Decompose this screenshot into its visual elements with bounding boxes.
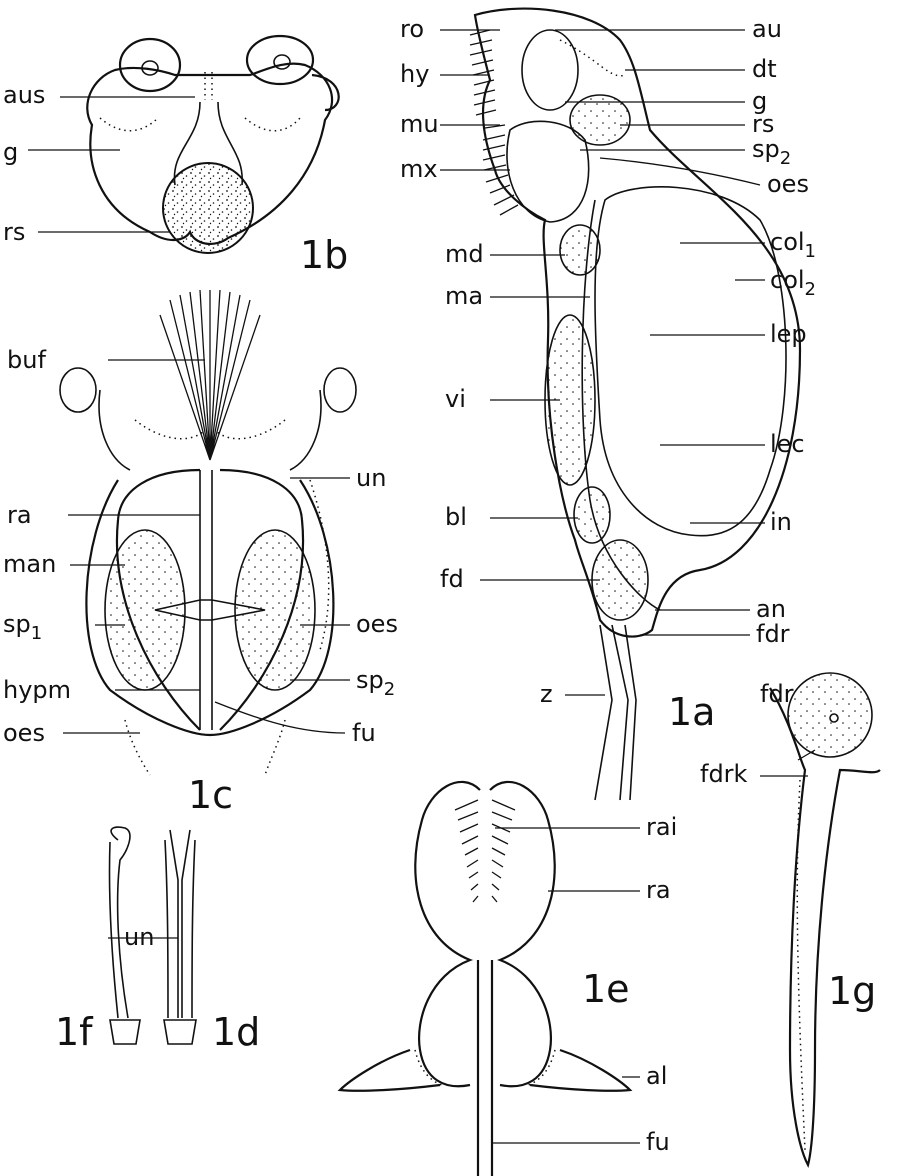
label-buf: buf (7, 346, 46, 374)
eye-right (247, 36, 313, 84)
bristle-tuft (160, 290, 260, 460)
label-fu: fu (352, 719, 376, 747)
label-un: un (356, 464, 386, 492)
stomach (595, 187, 786, 536)
bladder (574, 487, 610, 543)
foot-gland (592, 540, 648, 620)
label-man: man (3, 550, 56, 578)
toes (595, 625, 636, 800)
label-al: al (646, 1062, 667, 1090)
eye-right-1c (324, 368, 356, 412)
label-dt: dt (752, 55, 777, 83)
figure-label-1a: 1a (668, 690, 715, 734)
label-fdrk: fdrk (700, 760, 748, 788)
rs-globe (163, 163, 253, 253)
figure-1d-1f: un 1f 1d (55, 827, 260, 1054)
label-mu: mu (400, 110, 439, 138)
figure-label-1b: 1b (300, 233, 348, 277)
figure-1g: fdr fdrk 1g (700, 673, 880, 1165)
label-lep: lep (770, 320, 807, 348)
label-sp2: sp2 (356, 666, 395, 700)
label-fdr: fdr (756, 620, 790, 648)
toe-outline (770, 688, 880, 1165)
label-ra: ra (7, 501, 32, 529)
label-an: an (756, 595, 786, 623)
label-un-1d: un (124, 923, 154, 951)
label-rai: rai (646, 813, 677, 841)
alula-left (340, 1050, 440, 1091)
teeth-right (492, 800, 515, 902)
label-aus: aus (3, 81, 45, 109)
label-mx: mx (400, 155, 438, 183)
eye-left-1c (60, 368, 96, 412)
label-vi: vi (445, 385, 466, 413)
eye-left (120, 39, 180, 91)
figure-label-1d: 1d (212, 1010, 260, 1054)
label-g: g (3, 138, 18, 166)
label-md: md (445, 240, 484, 268)
label-ra-1e: ra (646, 876, 671, 904)
figure-1b: aus g rs 1b (3, 36, 348, 277)
fulcrum (478, 960, 492, 1176)
label-lec: lec (770, 430, 805, 458)
figure-label-1g: 1g (828, 969, 876, 1013)
figure-1c: buf ra man sp1 hypm oes un oes sp2 fu 1c (3, 290, 398, 817)
salivary-right (235, 530, 315, 690)
uncus-base-f (110, 1020, 140, 1044)
figure-label-1c: 1c (188, 773, 233, 817)
cilia-upper (470, 30, 496, 115)
label-z: z (540, 680, 553, 708)
figure-label-1f: 1f (55, 1010, 94, 1054)
alula-right (530, 1050, 630, 1091)
uncus-base-d (164, 1020, 196, 1044)
label-ro: ro (400, 15, 424, 43)
label-au: au (752, 15, 782, 43)
label-in: in (770, 508, 792, 536)
figure-1a: ro hy mu mx md ma vi bl fd z au dt g rs … (400, 9, 816, 800)
label-fu-1e: fu (646, 1128, 670, 1156)
label-fdr-1g: fdr (760, 680, 794, 708)
label-oes-left: oes (3, 719, 45, 747)
teeth-left (455, 800, 478, 902)
label-rs-1a: rs (752, 110, 774, 138)
label-ma: ma (445, 282, 483, 310)
figure-label-1e: 1e (582, 967, 630, 1011)
eye-right-inner (274, 55, 290, 69)
label-col2: col2 (770, 266, 816, 300)
label-rs: rs (3, 218, 25, 246)
label-hypm: hypm (3, 676, 71, 704)
label-hy: hy (400, 60, 429, 88)
label-sp2-1a: sp2 (752, 135, 791, 169)
label-bl: bl (445, 503, 467, 531)
uncus-front (165, 830, 195, 1018)
salivary-left (105, 530, 185, 690)
foot-gland-bulb (788, 673, 872, 757)
label-col1: col1 (770, 228, 816, 262)
md-gland (560, 225, 600, 275)
figure-1e: rai ra al fu 1e (340, 782, 677, 1176)
label-fd: fd (440, 565, 464, 593)
brain-1a (522, 30, 578, 110)
label-oes-1a: oes (767, 170, 809, 198)
label-oes-right: oes (356, 610, 398, 638)
label-sp1: sp1 (3, 610, 42, 644)
